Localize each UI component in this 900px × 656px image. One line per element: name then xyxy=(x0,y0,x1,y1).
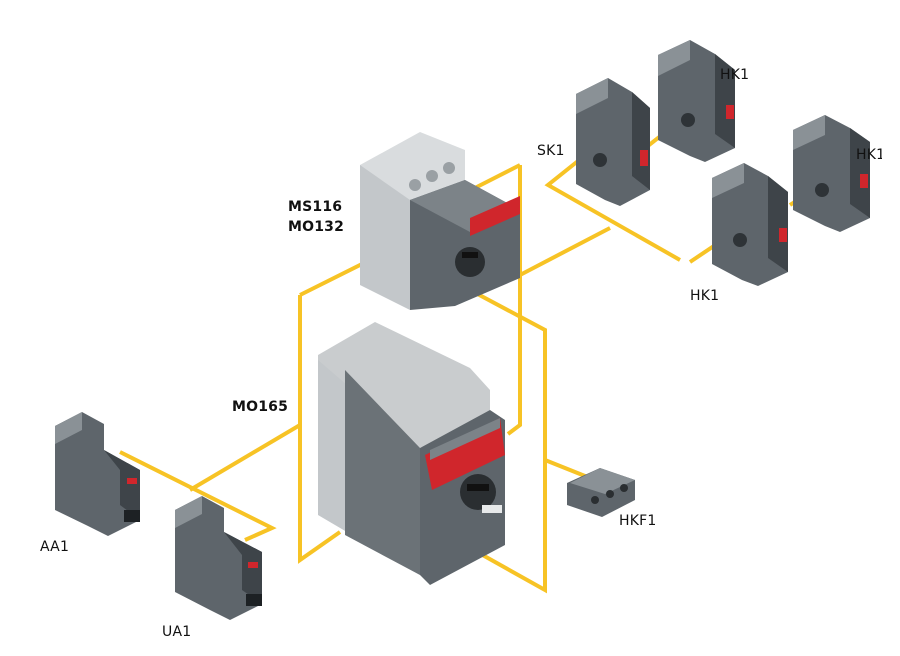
hk1-right-device xyxy=(793,115,870,232)
hkf1-device xyxy=(567,468,635,517)
label-sk1: SK1 xyxy=(537,143,565,159)
label-hk1-bottom: HK1 xyxy=(690,288,720,304)
aa1-device xyxy=(55,412,140,536)
ua1-device xyxy=(175,496,262,620)
hk1-bottom-device xyxy=(712,163,788,286)
label-mo165: MO165 xyxy=(232,399,289,415)
ms116-breaker xyxy=(360,132,520,310)
label-mo132: MO132 xyxy=(288,219,345,235)
label-hkf1: HKF1 xyxy=(619,513,657,529)
hk1-top-device xyxy=(658,40,735,162)
label-ms116: MS116 xyxy=(288,199,343,215)
label-ua1: UA1 xyxy=(162,624,192,640)
sk1-device xyxy=(576,78,650,206)
mo165-breaker xyxy=(318,322,505,585)
connector-mo-left xyxy=(188,423,302,492)
label-hk1-right: HK1 xyxy=(856,147,882,163)
connector-ms-to-sk xyxy=(519,226,611,277)
label-aa1: AA1 xyxy=(40,539,70,555)
connector-aa1-ua1 xyxy=(119,450,277,542)
label-hk1-top: HK1 xyxy=(720,67,750,83)
connector-lines xyxy=(119,103,827,594)
connector-ms-frame-left xyxy=(298,295,342,564)
